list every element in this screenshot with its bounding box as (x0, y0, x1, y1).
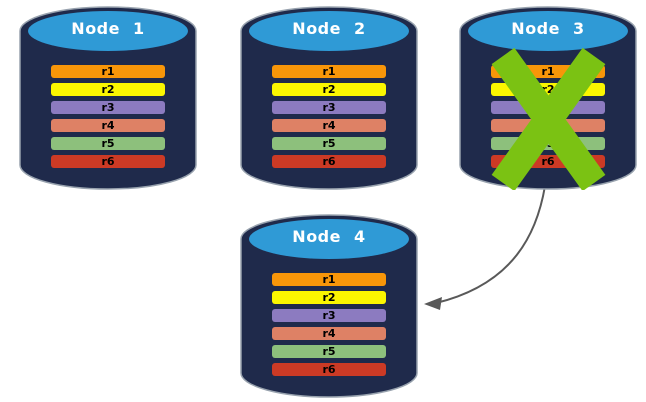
row-r1: r1 (272, 273, 386, 286)
row-r2: r2 (272, 83, 386, 96)
cylinder-top (249, 219, 409, 259)
node-1-label: Node 1 (71, 19, 145, 38)
node-4: Node 4 r1 r2 r3 r4 r5 r6 (240, 214, 418, 398)
node-4-rows: r1 r2 r3 r4 r5 r6 (272, 273, 386, 381)
row-r5: r5 (272, 137, 386, 150)
row-r3: r3 (272, 309, 386, 322)
node-1: Node 1 r1 r2 r3 r4 r5 r6 (19, 6, 197, 190)
node-4-label: Node 4 (292, 227, 366, 246)
row-r6: r6 (51, 155, 165, 168)
row-r5: r5 (51, 137, 165, 150)
row-r2: r2 (272, 291, 386, 304)
row-r2: r2 (51, 83, 165, 96)
row-r5: r5 (272, 345, 386, 358)
node-2-label: Node 2 (292, 19, 366, 38)
row-r6: r6 (272, 155, 386, 168)
row-r1: r1 (51, 65, 165, 78)
row-r3: r3 (272, 101, 386, 114)
row-r1: r1 (272, 65, 386, 78)
node-3-label: Node 3 (511, 19, 585, 38)
node-2-rows: r1 r2 r3 r4 r5 r6 (272, 65, 386, 173)
failover-arrowhead-icon (424, 297, 442, 310)
row-r6: r6 (272, 363, 386, 376)
cylinder-top (28, 11, 188, 51)
row-r4: r4 (51, 119, 165, 132)
node-2: Node 2 r1 r2 r3 r4 r5 r6 (240, 6, 418, 190)
node-1-rows: r1 r2 r3 r4 r5 r6 (51, 65, 165, 173)
row-r4: r4 (272, 327, 386, 340)
row-r3: r3 (51, 101, 165, 114)
failure-cross-icon (491, 47, 606, 190)
row-r4: r4 (272, 119, 386, 132)
cylinder-top (249, 11, 409, 51)
cylinder-top (468, 11, 628, 51)
failover-arrow-line (435, 185, 546, 304)
